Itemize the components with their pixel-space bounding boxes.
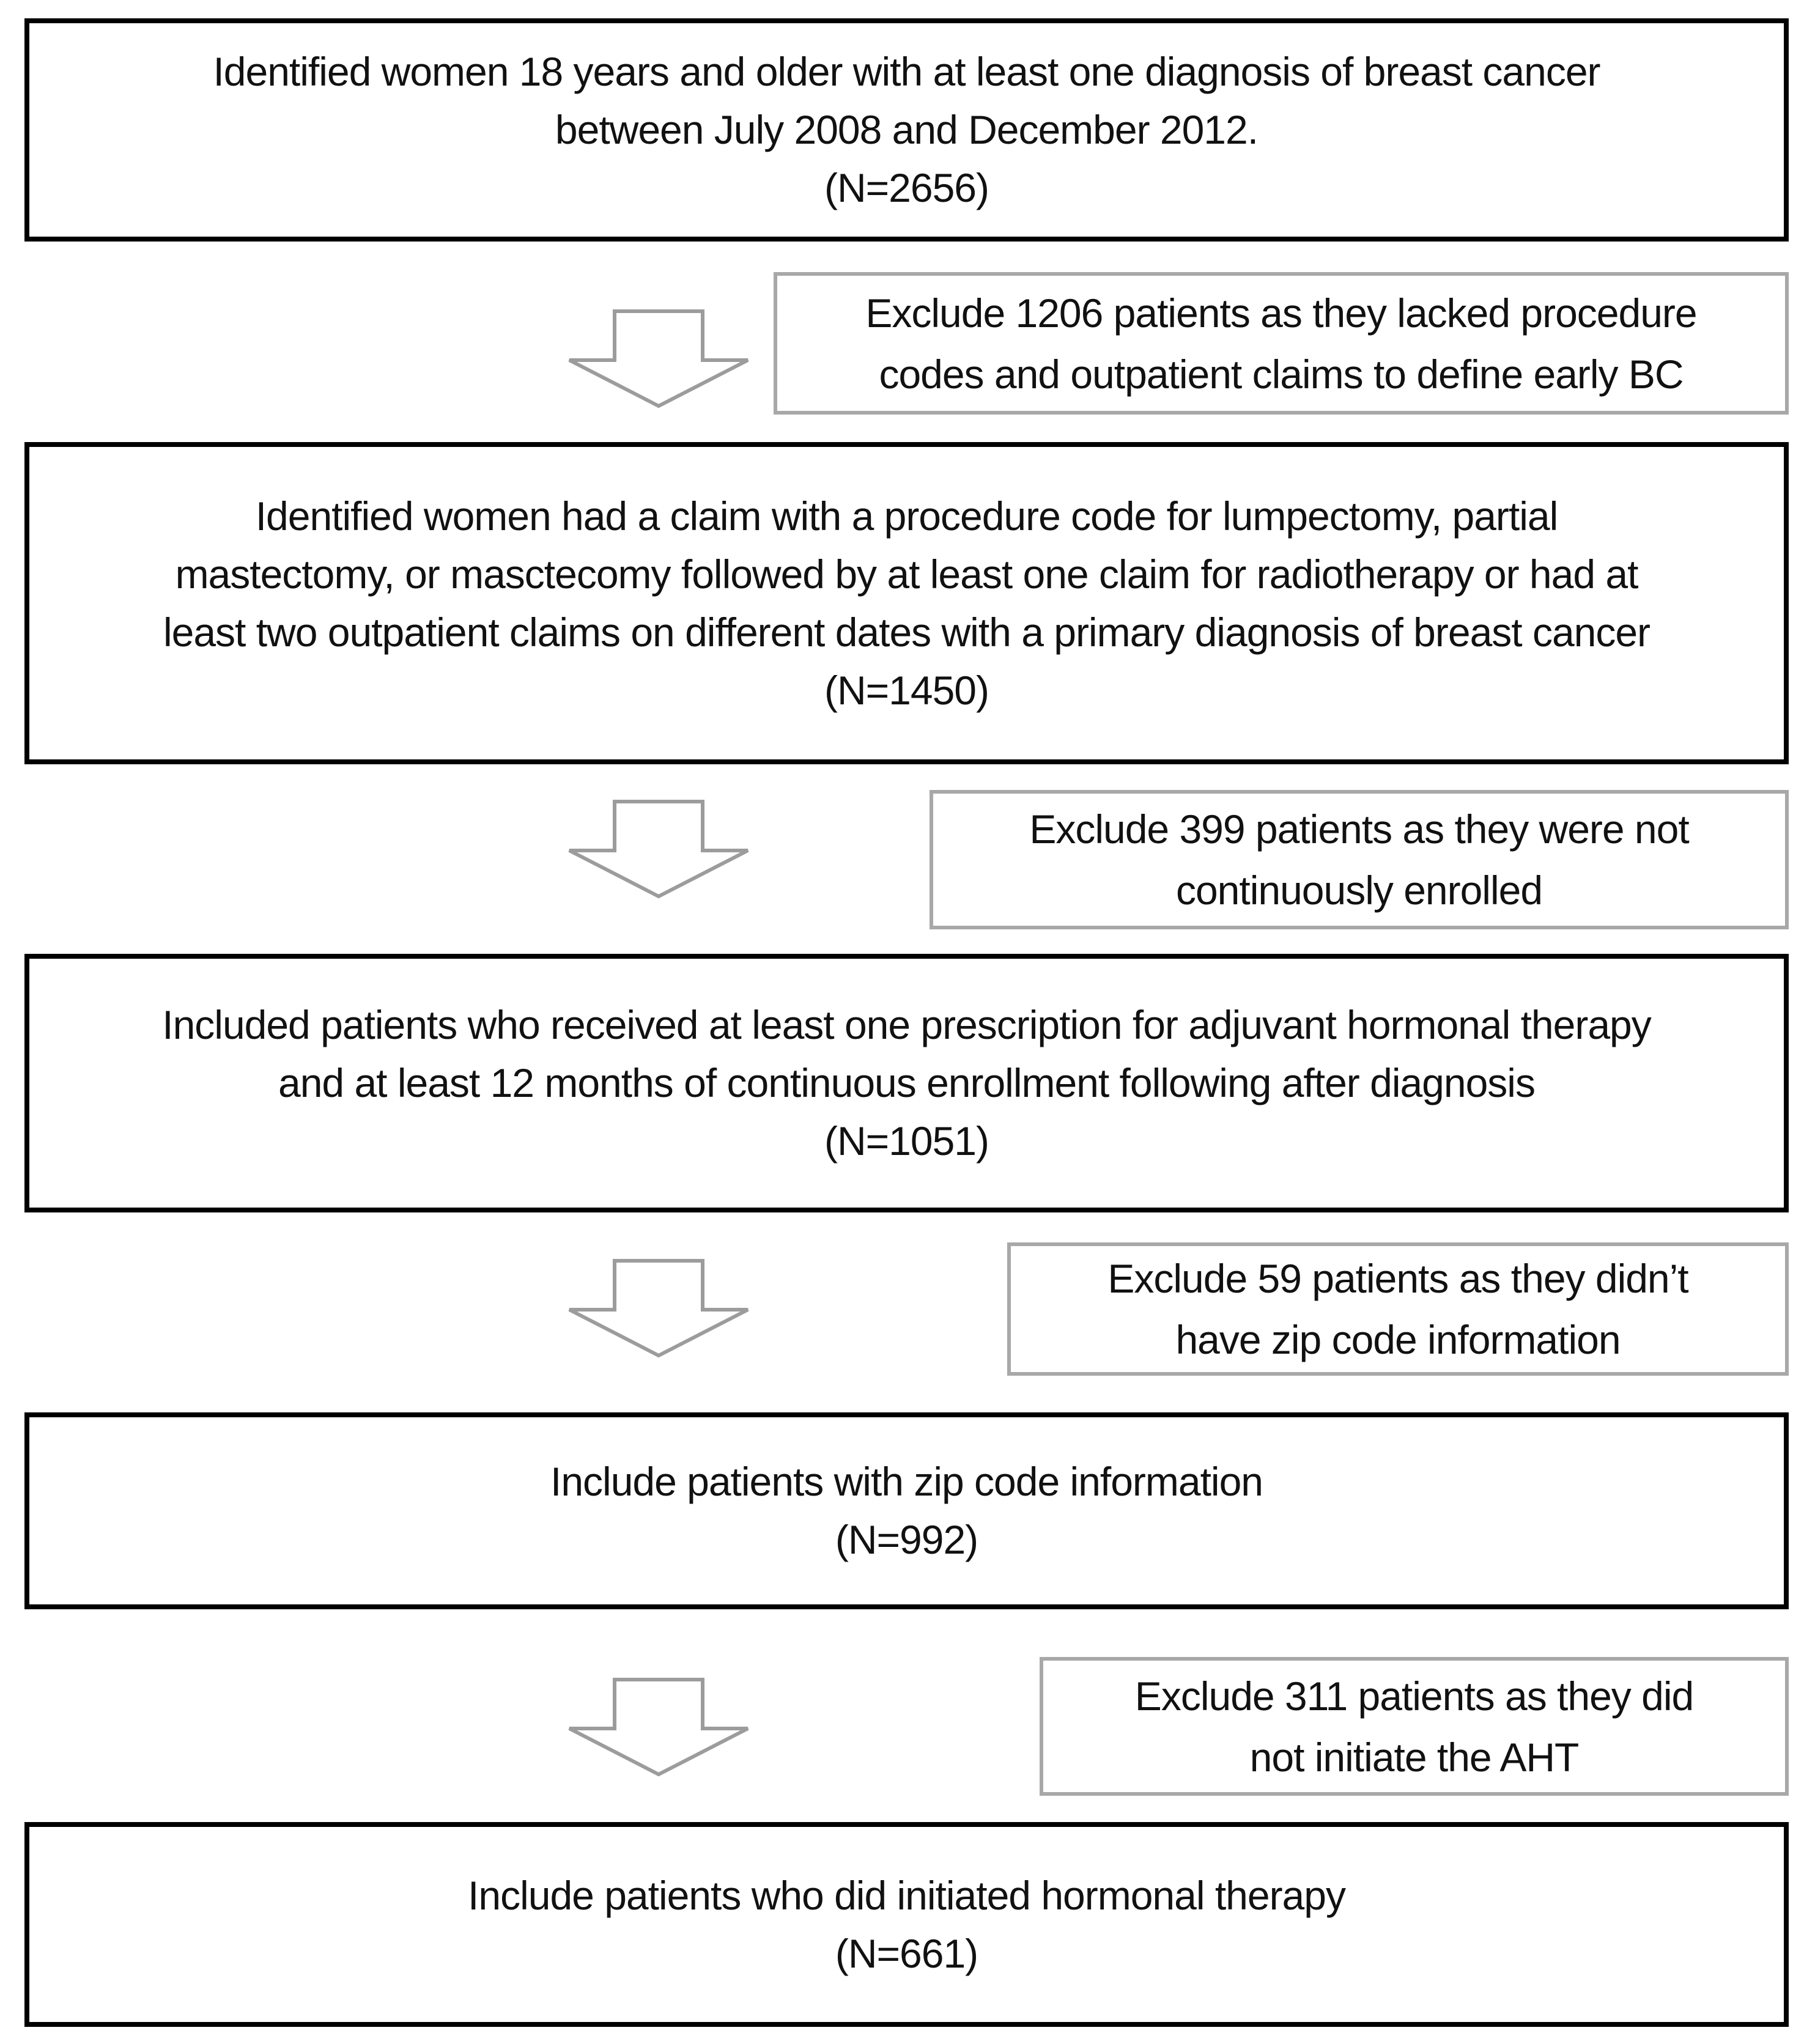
step-box-adjuvant-hormonal-therapy: Included patients who received at least … [24,954,1789,1212]
step-box-4-line-1: Include patients with zip code informati… [550,1459,1263,1504]
step-box-2-line-3: least two outpatient claims on different… [163,609,1651,655]
down-arrow-icon [567,799,750,899]
step-box-3-line-2: and at least 12 months of continuous enr… [278,1060,1536,1105]
exclusion-box-3-line-1: Exclude 59 patients as they didn’t [1107,1256,1688,1301]
step-box-2-text: Identified women had a claim with a proc… [29,487,1784,720]
step-box-identified-women: Identified women 18 years and older with… [24,18,1789,242]
step-box-2-line-1: Identified women had a claim with a proc… [255,493,1559,539]
step-box-5-line-1: Include patients who did initiated hormo… [468,1872,1346,1918]
exclusion-box-did-not-initiate-aht: Exclude 311 patients as they did not ini… [1040,1657,1789,1796]
step-box-zip-code-information: Include patients with zip code informati… [24,1412,1789,1609]
step-box-4-text: Include patients with zip code informati… [29,1453,1784,1569]
exclusion-box-1-line-2: codes and outpatient claims to define ea… [879,351,1684,397]
step-box-3-n: (N=1051) [824,1118,989,1164]
step-box-2-line-2: mastectomy, or masctecomy followed by at… [175,551,1639,597]
exclusion-box-lacked-procedure-codes: Exclude 1206 patients as they lacked pro… [774,272,1789,415]
exclusion-box-1-line-1: Exclude 1206 patients as they lacked pro… [865,290,1697,336]
down-arrow-icon [567,309,750,408]
step-box-1-text: Identified women 18 years and older with… [29,43,1784,217]
exclusion-box-4-text: Exclude 311 patients as they did not ini… [1043,1666,1785,1788]
exclusion-box-4-line-1: Exclude 311 patients as they did [1134,1673,1694,1719]
exclusion-box-no-zip-code: Exclude 59 patients as they didn’t have … [1007,1242,1789,1376]
step-box-5-text: Include patients who did initiated hormo… [29,1867,1784,1983]
exclusion-box-2-text: Exclude 399 patients as they were not co… [933,799,1785,921]
exclusion-box-1-text: Exclude 1206 patients as they lacked pro… [777,282,1785,405]
step-box-procedure-code-claims: Identified women had a claim with a proc… [24,442,1789,764]
step-box-3-line-1: Included patients who received at least … [162,1002,1652,1047]
exclusion-box-4-line-2: not initiate the AHT [1249,1734,1580,1780]
step-box-2-n: (N=1450) [824,667,989,713]
exclusion-box-2-line-2: continuously enrolled [1175,868,1543,913]
step-box-4-n: (N=992) [835,1517,978,1562]
exclusion-box-3-line-2: have zip code information [1175,1317,1621,1362]
step-box-1-line-1: Identified women 18 years and older with… [213,49,1600,94]
step-box-initiated-hormonal-therapy: Include patients who did initiated hormo… [24,1822,1789,2027]
step-box-5-n: (N=661) [835,1930,978,1976]
step-box-3-text: Included patients who received at least … [29,996,1784,1170]
exclusion-box-3-text: Exclude 59 patients as they didn’t have … [1011,1248,1785,1370]
step-box-1-n: (N=2656) [824,165,989,210]
down-arrow-icon [567,1258,750,1358]
exclusion-box-not-continuously-enrolled: Exclude 399 patients as they were not co… [930,790,1789,929]
down-arrow-icon [567,1677,750,1777]
step-box-1-line-2: between July 2008 and December 2012. [555,107,1259,152]
exclusion-box-2-line-1: Exclude 399 patients as they were not [1029,806,1689,852]
